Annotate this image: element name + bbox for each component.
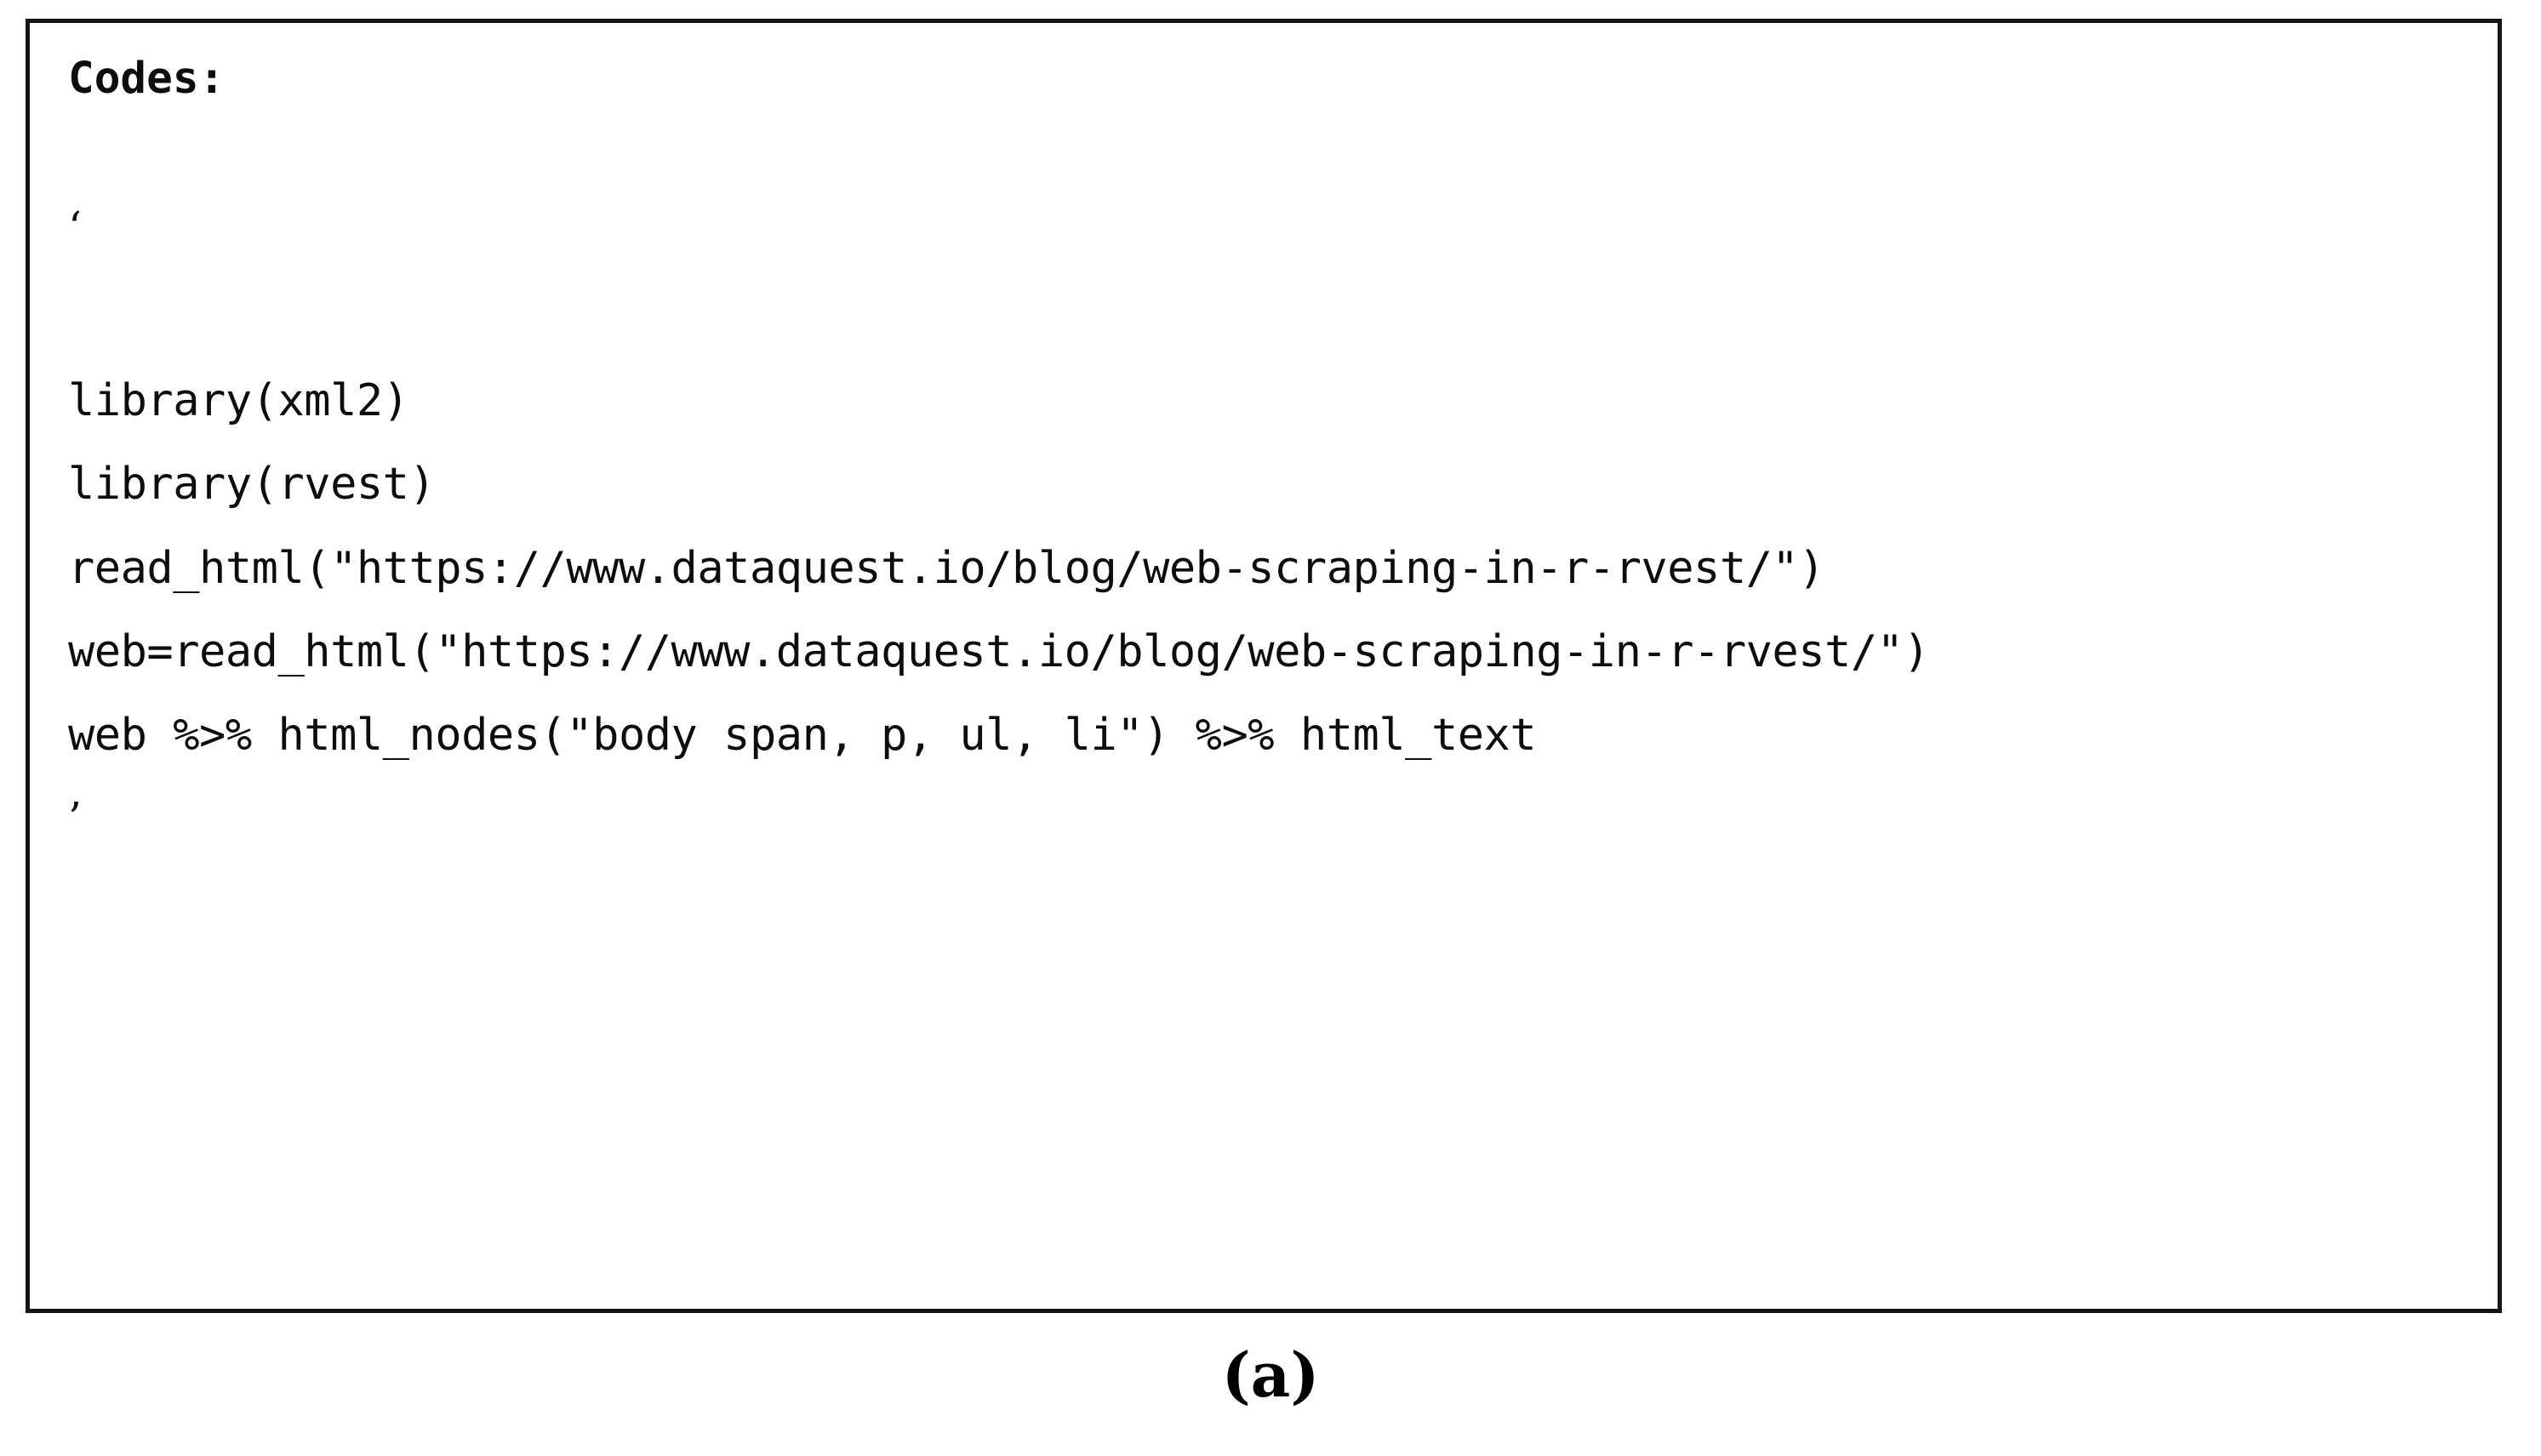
code-listing-box: Codes: ‘ library(xml2) library(rvest) re… bbox=[26, 19, 2502, 1313]
figure-caption: (a) bbox=[1221, 1339, 1320, 1411]
closing-quote-mark: ’ bbox=[68, 793, 82, 842]
code-line: library(rvest) bbox=[68, 459, 436, 510]
code-line: web %>% html_nodes("body span, p, ul, li… bbox=[68, 710, 1537, 761]
code-line: library(xml2) bbox=[68, 375, 409, 426]
opening-quote-mark: ‘ bbox=[68, 203, 82, 252]
code-line: read_html("https://www.dataquest.io/blog… bbox=[68, 543, 1825, 594]
code-listing-heading: Codes: bbox=[68, 54, 226, 104]
code-listing-content: Codes: ‘ library(xml2) library(rvest) re… bbox=[68, 23, 2489, 1309]
code-line: web=read_html("https://www.dataquest.io/… bbox=[68, 626, 1930, 677]
